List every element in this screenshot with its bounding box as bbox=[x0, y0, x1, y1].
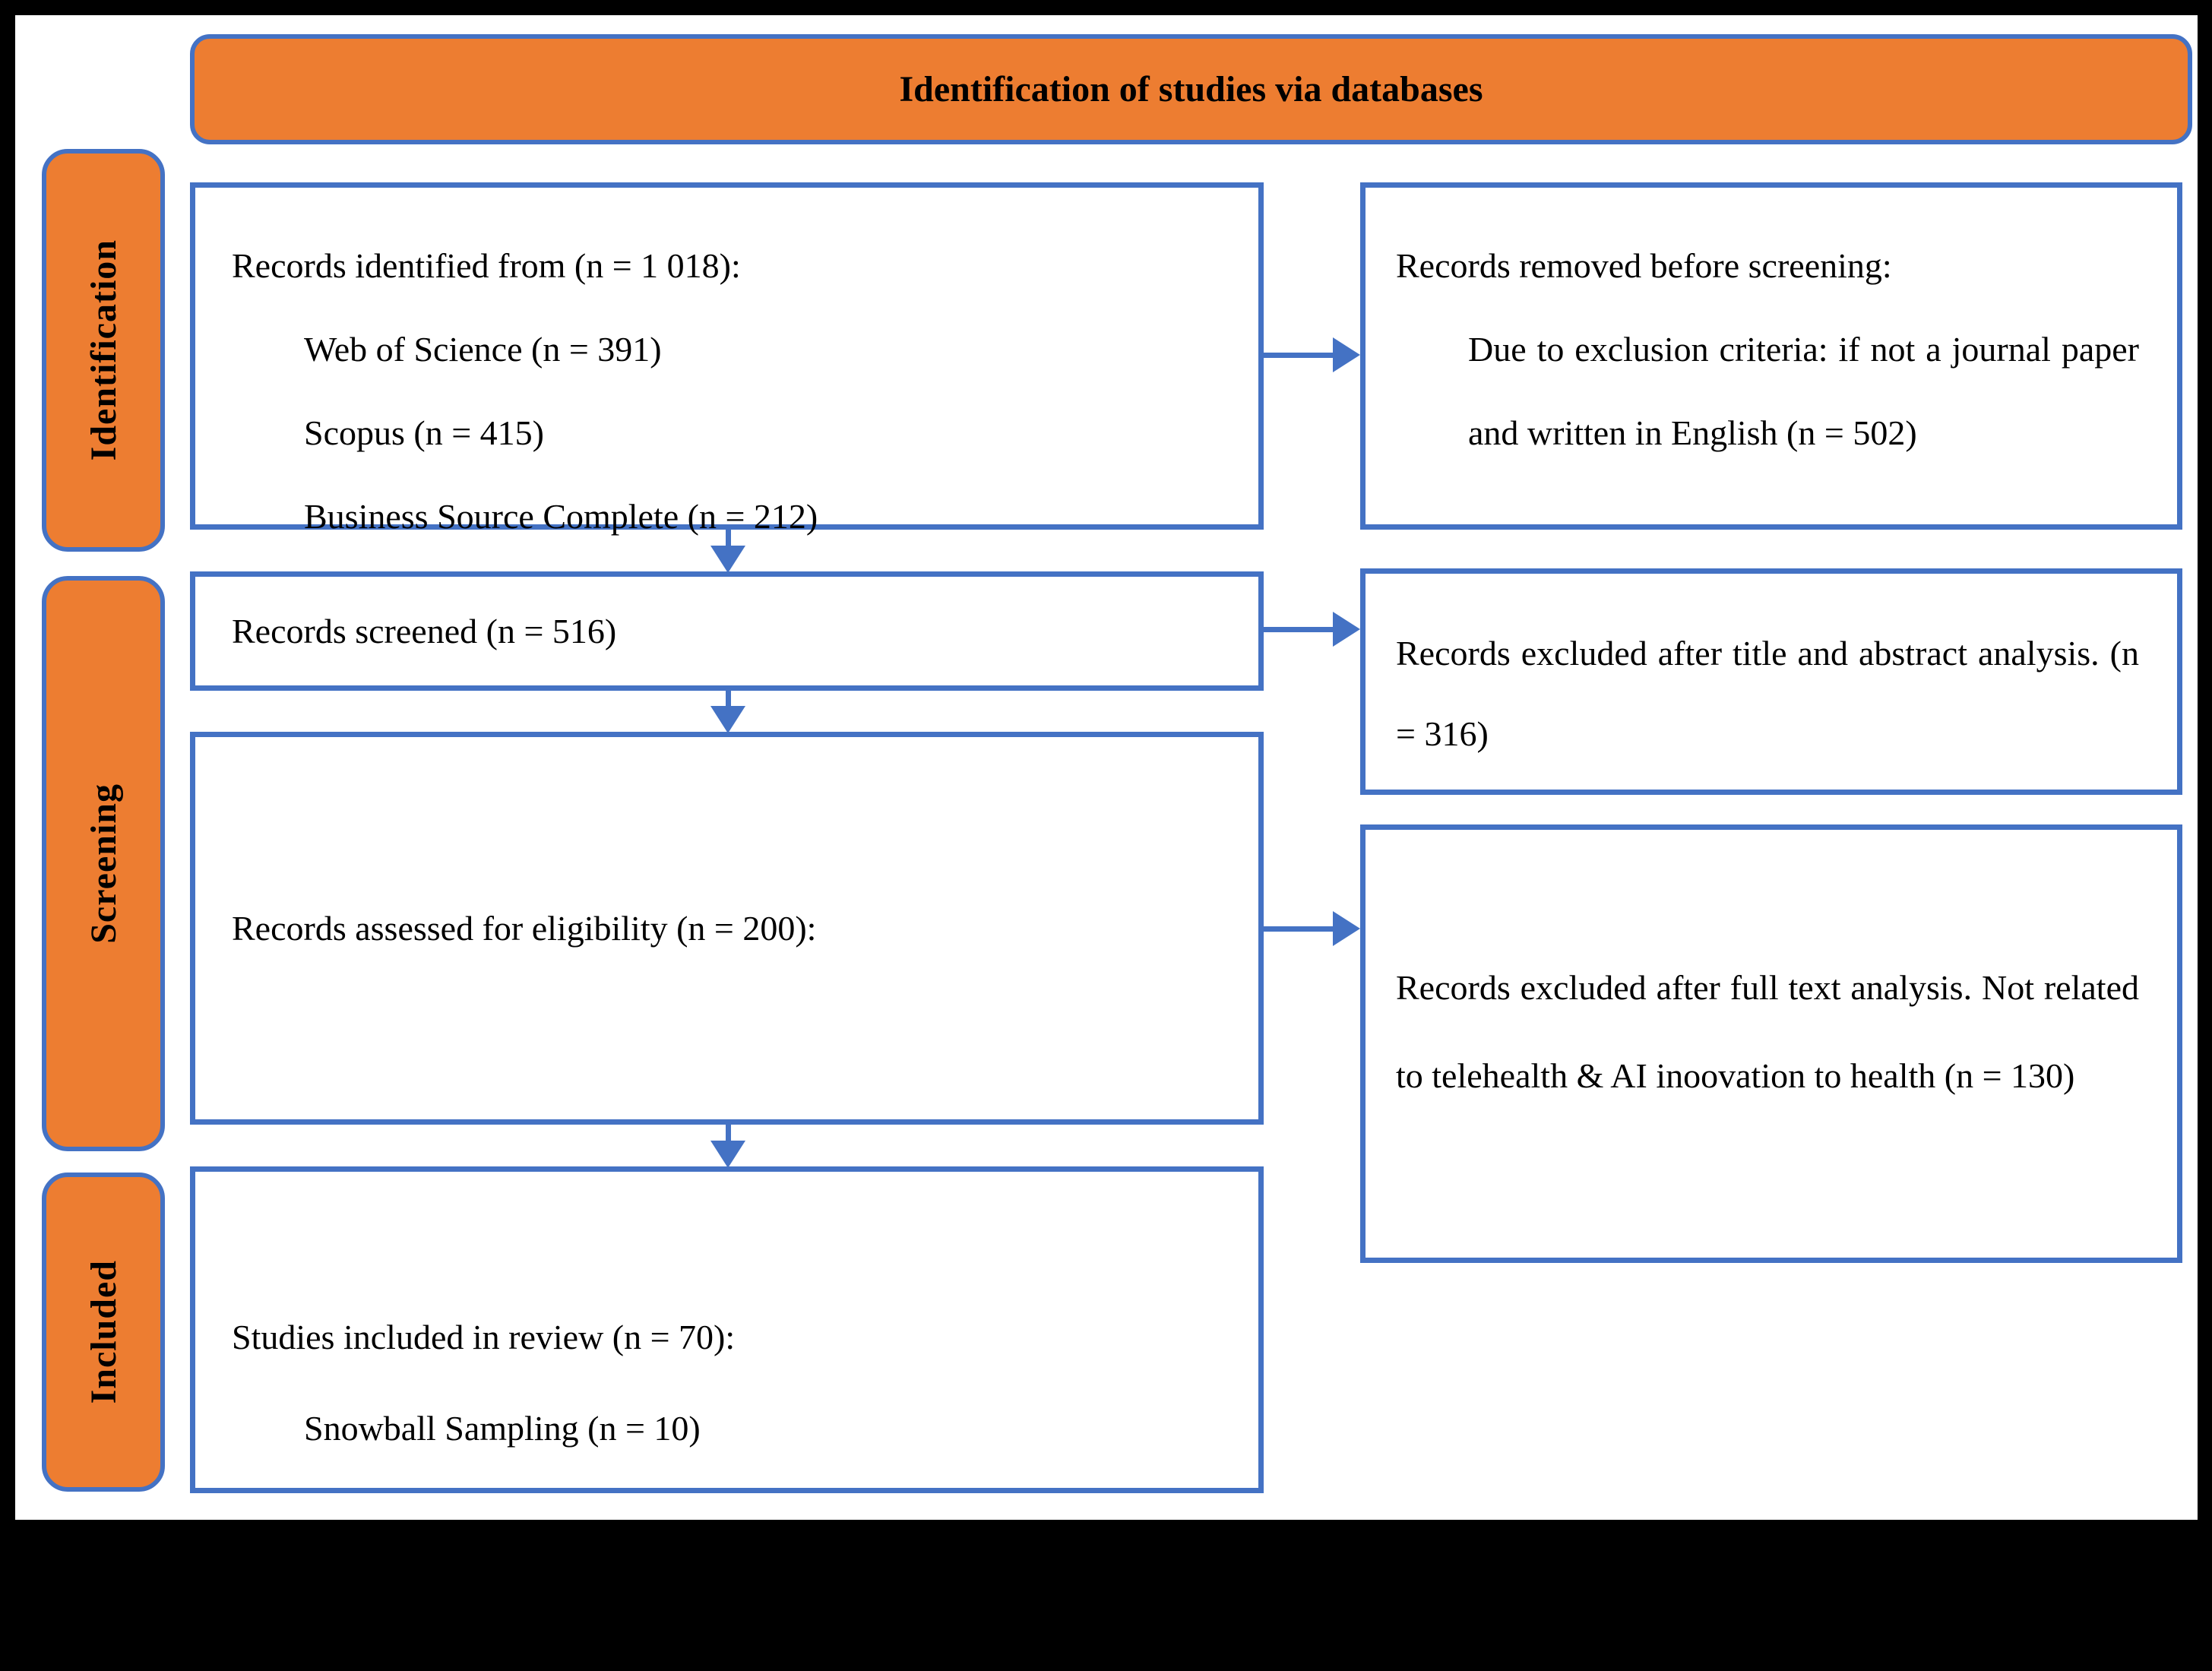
arrow-identified-to-removed-head-icon bbox=[1333, 337, 1360, 372]
arrow-screened-to-assessed-line bbox=[726, 689, 731, 709]
records-identified-line1: Records identified from (n = 1 018): bbox=[232, 246, 741, 285]
stage-label-included: Included bbox=[42, 1173, 165, 1492]
stage-label-screening: Screening bbox=[42, 576, 165, 1151]
records-identified-source-bsc: Business Source Complete (n = 212) bbox=[304, 497, 818, 536]
stage-label-included-text: Included bbox=[83, 1260, 124, 1404]
studies-included-snowball: Snowball Sampling (n = 10) bbox=[304, 1409, 701, 1448]
arrow-identified-to-removed-line bbox=[1258, 353, 1337, 358]
arrow-assessed-to-excluded-head-icon bbox=[1333, 911, 1360, 946]
arrow-identified-to-screened-line bbox=[726, 528, 731, 549]
excluded-title-abstract-body: Records excluded after title and abstrac… bbox=[1396, 634, 2139, 753]
arrow-assessed-to-excluded-line bbox=[1258, 926, 1337, 932]
studies-included-line1: Studies included in review (n = 70): bbox=[232, 1318, 736, 1356]
stage-label-identification: Identification bbox=[42, 149, 165, 552]
arrow-assessed-to-included-line bbox=[726, 1123, 731, 1144]
box-excluded-fulltext: Records excluded after full text analysi… bbox=[1360, 824, 2182, 1263]
records-assessed-text: Records assessed for eligibility (n = 20… bbox=[232, 908, 817, 948]
arrow-identified-to-screened-head-icon bbox=[710, 546, 745, 573]
box-records-removed: Records removed before screening: Due to… bbox=[1360, 182, 2182, 530]
box-records-identified: Records identified from (n = 1 018): Web… bbox=[190, 182, 1264, 536]
arrow-screened-to-assessed-head-icon bbox=[710, 706, 745, 733]
stage-label-identification-text: Identification bbox=[83, 239, 124, 461]
records-removed-line1: Records removed before screening: bbox=[1396, 246, 1892, 285]
records-removed-body: Due to exclusion criteria: if not a jour… bbox=[1468, 330, 2139, 452]
box-excluded-title-abstract: Records excluded after title and abstrac… bbox=[1360, 568, 2182, 795]
box-records-assessed: Records assessed for eligibility (n = 20… bbox=[190, 732, 1264, 1125]
arrow-screened-to-excluded-line bbox=[1258, 627, 1337, 632]
arrow-screened-to-excluded-head-icon bbox=[1333, 612, 1360, 647]
box-records-screened: Records screened (n = 516) bbox=[190, 571, 1264, 691]
records-screened-text: Records screened (n = 516) bbox=[232, 611, 617, 650]
arrow-assessed-to-included-head-icon bbox=[710, 1141, 745, 1168]
records-identified-source-scopus: Scopus (n = 415) bbox=[304, 413, 544, 452]
records-identified-source-wos: Web of Science (n = 391) bbox=[304, 330, 662, 369]
excluded-fulltext-body: Records excluded after full text analysi… bbox=[1396, 968, 2139, 1095]
box-studies-included: Studies included in review (n = 70): Sno… bbox=[190, 1166, 1264, 1493]
title-text: Identification of studies via databases bbox=[899, 69, 1483, 109]
title-banner: Identification of studies via databases bbox=[190, 34, 2192, 144]
stage-label-screening-text: Screening bbox=[83, 783, 124, 944]
